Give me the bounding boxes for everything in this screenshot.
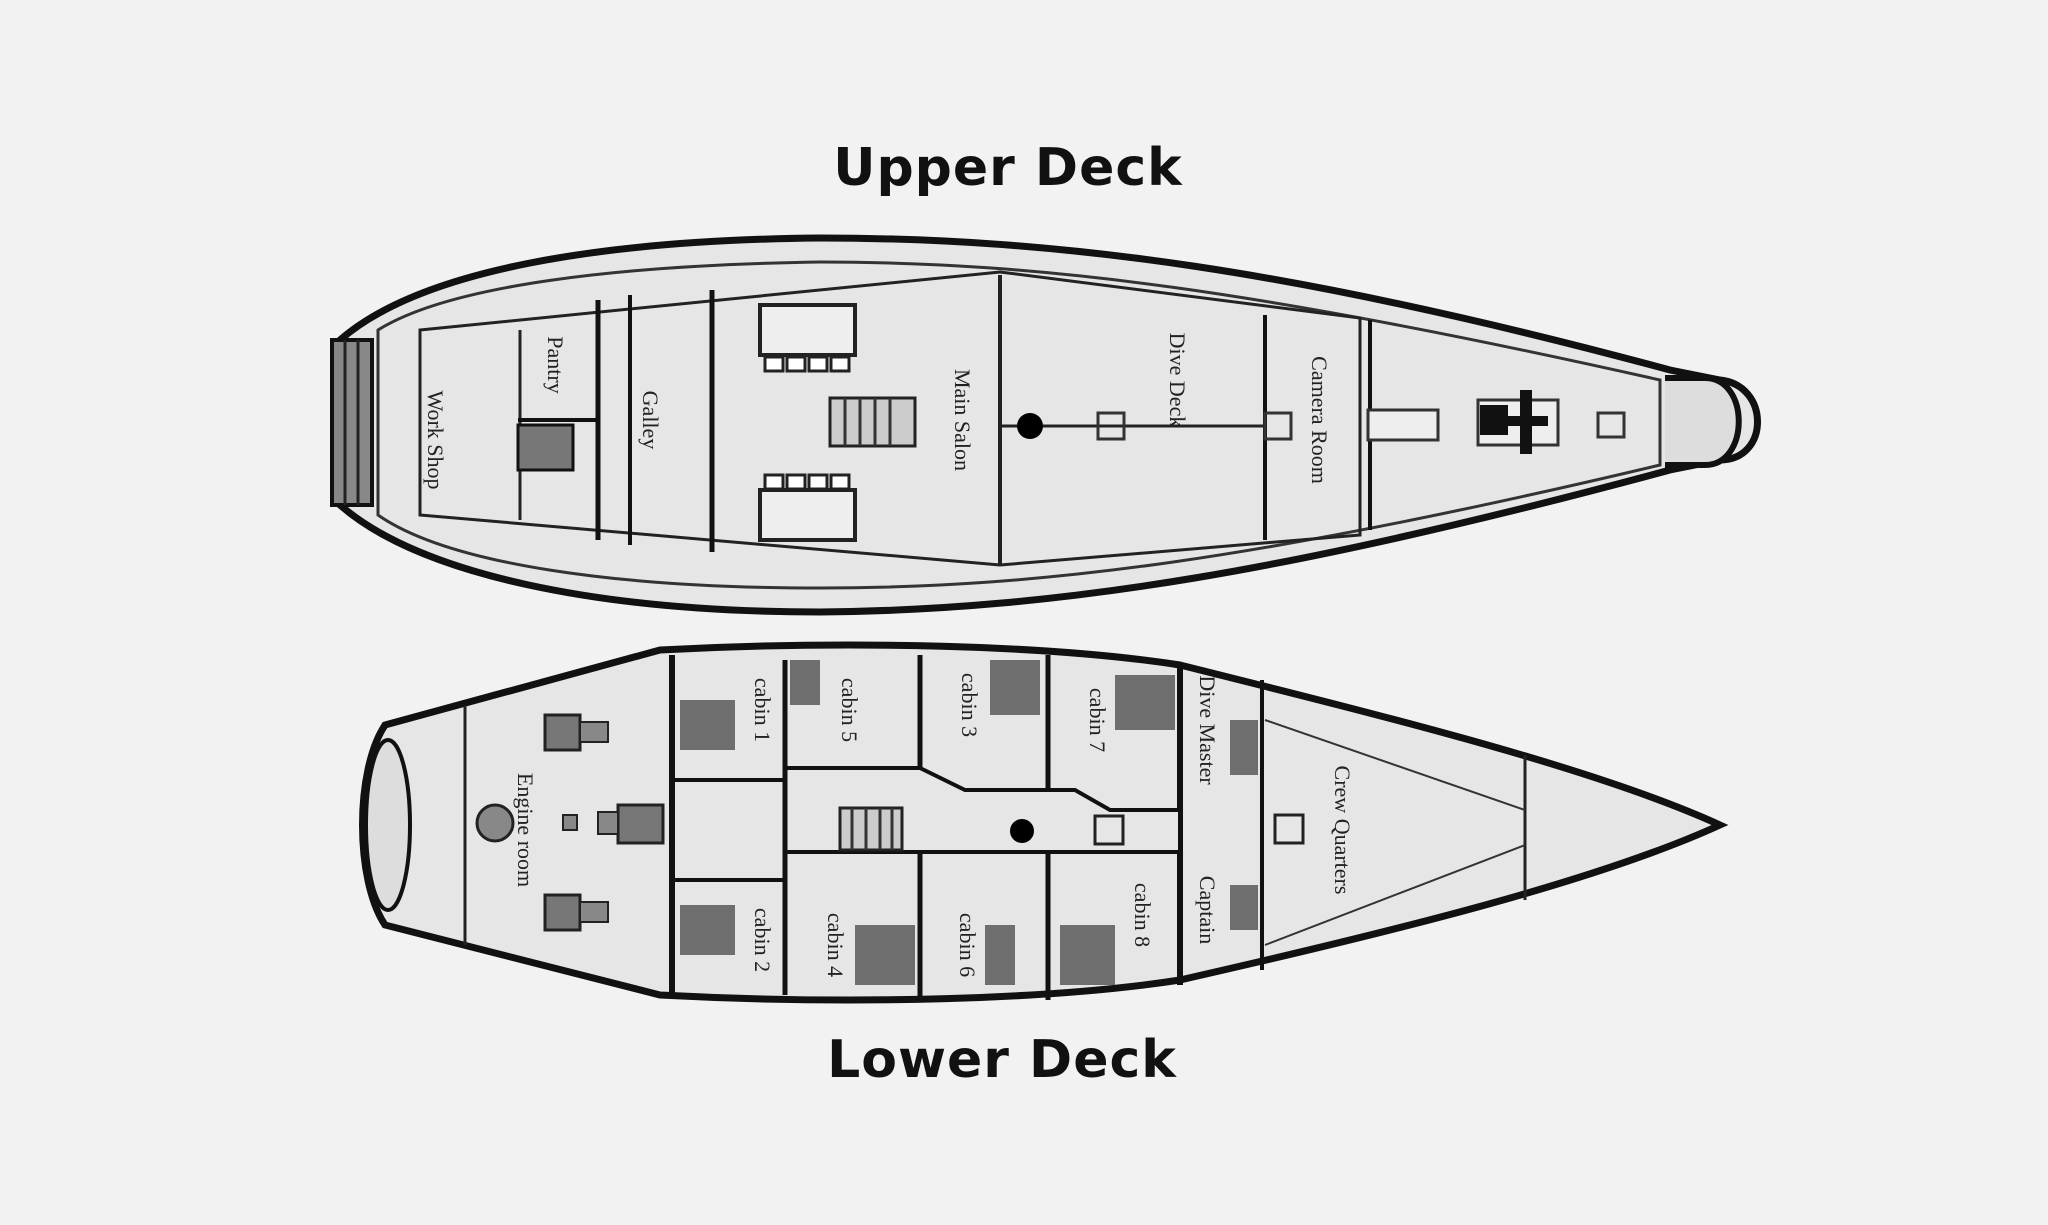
stern-ellipse bbox=[364, 738, 412, 912]
bunk bbox=[1230, 885, 1258, 930]
upper-deck-plan: Work Shop Pantry Galley Main Salon Dive … bbox=[330, 234, 1761, 616]
room-label-crew-quarters: Crew Quarters bbox=[1330, 766, 1355, 895]
bow-pulpit bbox=[1665, 375, 1742, 468]
room-label-cabin-1: cabin 1 bbox=[750, 678, 775, 742]
bunk bbox=[855, 925, 915, 985]
room-label-cabin-6: cabin 6 bbox=[955, 913, 980, 977]
room-label-work-shop: Work Shop bbox=[423, 390, 448, 489]
bunk bbox=[1115, 675, 1175, 730]
galley-counter bbox=[516, 423, 575, 472]
lower-deck-title: Lower Deck bbox=[827, 1030, 1177, 1090]
hatch-icon bbox=[1273, 813, 1305, 845]
room-label-engine-room: Engine room bbox=[513, 773, 538, 887]
room-label-captain: Captain bbox=[1195, 876, 1220, 944]
generator-icon bbox=[543, 713, 582, 752]
salon-table-top bbox=[758, 303, 857, 357]
room-label-galley: Galley bbox=[638, 391, 663, 450]
stern-platform bbox=[330, 338, 374, 507]
room-label-dive-deck: Dive Deck bbox=[1165, 333, 1190, 428]
stairs-upper bbox=[828, 396, 917, 448]
bunk bbox=[1060, 925, 1115, 985]
room-label-cabin-4: cabin 4 bbox=[823, 913, 848, 977]
tank-icon bbox=[475, 803, 515, 843]
room-label-dive-master: Dive Master bbox=[1195, 675, 1220, 785]
hatch-icon bbox=[1093, 814, 1125, 846]
bunk bbox=[680, 905, 735, 955]
room-label-cabin-8: cabin 8 bbox=[1130, 883, 1155, 947]
bunk bbox=[985, 925, 1015, 985]
mast-base-icon bbox=[1010, 819, 1034, 843]
lower-deck-plan: cabin 1 cabin 2 cabin 5 cabin 4 cabin 3 … bbox=[359, 641, 1729, 1004]
bunk bbox=[990, 660, 1040, 715]
room-label-main-salon: Main Salon bbox=[950, 369, 975, 471]
generator-icon bbox=[543, 893, 582, 932]
hatch-icon bbox=[1096, 411, 1126, 441]
mast-icon bbox=[1017, 413, 1043, 439]
room-label-cabin-3: cabin 5 bbox=[837, 678, 862, 742]
room-label-cabin-2: cabin 2 bbox=[750, 908, 775, 972]
room-label-pantry: Pantry bbox=[543, 336, 568, 393]
room-label-cabin-7: cabin 7 bbox=[1085, 688, 1110, 752]
upper-deck-title: Upper Deck bbox=[833, 138, 1183, 198]
bunk bbox=[790, 660, 820, 705]
engine-icon bbox=[616, 803, 665, 845]
room-label-camera-room: Camera Room bbox=[1307, 356, 1332, 484]
salon-table-bottom bbox=[758, 488, 857, 542]
bunk bbox=[1230, 720, 1258, 775]
bunk bbox=[680, 700, 735, 750]
room-label-cabin-5: cabin 3 bbox=[957, 673, 982, 737]
